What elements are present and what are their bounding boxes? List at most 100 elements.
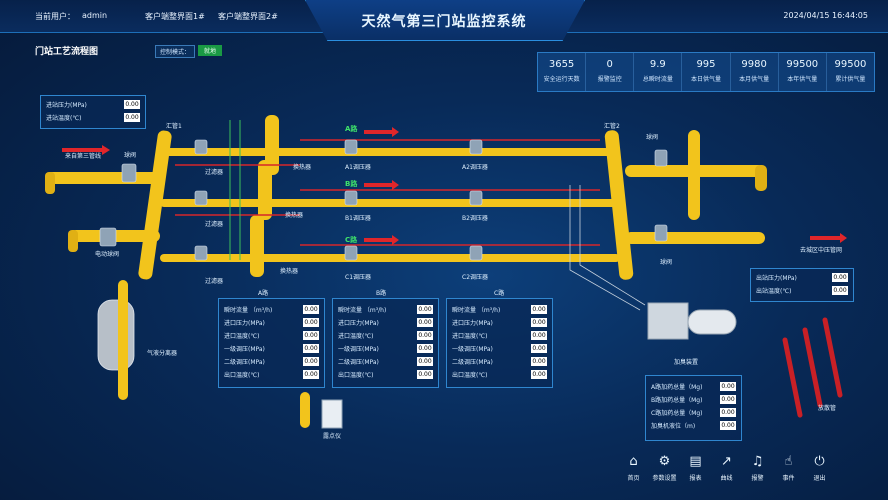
label-hx-b: 换热器 <box>285 212 304 219</box>
title-banner <box>305 0 585 41</box>
inlet-pressure-value: 0.00 <box>124 100 140 109</box>
separator-vessel <box>97 299 135 371</box>
label-c2: C2调压器 <box>462 274 489 281</box>
heat-exchanger-a <box>265 115 279 175</box>
route-c-panel: 瞬时流量 （m³/h)0.00 进口压力(MPa)0.00 进口温度(℃)0.0… <box>446 298 553 388</box>
home-icon: ⌂ <box>629 454 638 469</box>
nav-exit[interactable]: ⏻退出 <box>804 454 835 482</box>
nav-report[interactable]: ▤报表 <box>680 454 711 482</box>
route-b-row: 二级调压(MPa)0.00 <box>338 357 433 366</box>
valves <box>99 139 668 261</box>
curve-icon: ↗ <box>721 454 732 469</box>
heat-exchanger-b <box>258 160 272 220</box>
user-name: admin <box>82 11 108 20</box>
route-b-row: 进口压力(MPa)0.00 <box>338 318 433 327</box>
nav-settings[interactable]: ⚙参数设置 <box>649 454 680 482</box>
label-ball-valve-2: 球阀 <box>646 134 659 141</box>
sampler-box <box>321 399 343 429</box>
label-filter-b: 过滤器 <box>205 221 224 228</box>
route-c-row: 出口温度(℃)0.00 <box>452 370 547 379</box>
power-icon: ⏻ <box>814 454 825 469</box>
label-separator: 气液分离器 <box>147 350 178 357</box>
vent-pipes <box>782 317 843 418</box>
label-route-a: A路 <box>345 125 358 133</box>
route-b-row: 瞬时流量 （m³/h)0.00 <box>338 305 433 314</box>
route-a-panel: 瞬时流量 （m³/h)0.00 进口压力(MPa)0.00 进口温度(℃)0.0… <box>218 298 325 388</box>
inlet-elbow <box>45 172 55 194</box>
panel-b-title: B路 <box>376 290 387 297</box>
label-hx-a: 换热器 <box>293 164 312 171</box>
panel-c-title: C路 <box>494 290 505 297</box>
label-vent: 放散管 <box>818 405 837 412</box>
nav-home[interactable]: ⌂首页 <box>618 454 649 482</box>
label-c1: C1调压器 <box>345 274 372 281</box>
odorizer-tank <box>687 309 737 335</box>
nav-event[interactable]: ☝事件 <box>773 454 804 482</box>
outlet-row: 出站压力(MPa)0.00 <box>756 273 848 282</box>
bottom-nav: ⌂首页 ⚙参数设置 ▤报表 ↗曲线 ♫报警 ☝事件 ⏻退出 <box>618 454 835 482</box>
outlet-pipe-2 <box>625 232 765 244</box>
route-c-row: 二级调压(MPa)0.00 <box>452 357 547 366</box>
label-manifold-1: 汇管1 <box>166 123 182 130</box>
label-sampler: 露点仪 <box>323 433 342 440</box>
route-b-row: 出口温度(℃)0.00 <box>338 370 433 379</box>
inlet-elbow-2 <box>68 230 78 252</box>
page-title: 天然气第三门站监控系统 <box>361 14 527 30</box>
signal-lines <box>229 120 241 260</box>
client-tab-1[interactable]: 客户端整界面1# <box>145 12 205 21</box>
label-b2: B2调压器 <box>462 215 488 222</box>
inlet-temp-value: 0.00 <box>124 113 140 122</box>
route-a-row: 一级调压(MPa)0.00 <box>224 344 319 353</box>
report-icon: ▤ <box>689 454 702 469</box>
inlet-row: 进站温度(℃)0.00 <box>46 113 140 122</box>
section-title: 门站工艺流程图 <box>35 47 99 57</box>
odorant-panel: A路加药总量（Mg)0.00 B路加药总量（Mg)0.00 C路加药总量（Mg)… <box>645 375 742 441</box>
nav-alarm[interactable]: ♫报警 <box>742 454 773 482</box>
label-a2: A2调压器 <box>462 164 488 171</box>
heat-exchanger-c <box>250 215 264 277</box>
inlet-pipe <box>45 172 160 184</box>
label-ball-valve-1: 球阀 <box>124 152 137 159</box>
odorizer-cabinet <box>647 302 689 340</box>
route-a-row: 瞬时流量 （m³/h)0.00 <box>224 305 319 314</box>
label-outlet-line: 去城区中压管网 <box>800 247 843 254</box>
sampler-pipe <box>300 392 310 428</box>
route-a-row: 进口温度(℃)0.00 <box>224 331 319 340</box>
outlet-panel: 出站压力(MPa)0.00 出站温度(℃)0.00 <box>750 268 854 302</box>
route-b-pipe <box>160 199 620 207</box>
outlet-temp-value: 0.00 <box>832 286 848 295</box>
route-c-row: 进口温度(℃)0.00 <box>452 331 547 340</box>
outlet-pressure-value: 0.00 <box>832 273 848 282</box>
label-route-c: C路 <box>345 236 358 244</box>
panel-a-title: A路 <box>258 290 269 297</box>
flow-arrows <box>62 127 847 245</box>
manifold-2 <box>604 130 634 280</box>
label-a1: A1调压器 <box>345 164 371 171</box>
odorant-lines <box>569 185 646 311</box>
route-b-row: 一级调压(MPa)0.00 <box>338 344 433 353</box>
route-c-row: 瞬时流量 （m³/h)0.00 <box>452 305 547 314</box>
route-c-row: 进口压力(MPa)0.00 <box>452 318 547 327</box>
outlet-row: 出站温度(℃)0.00 <box>756 286 848 295</box>
outlet-riser <box>688 130 700 220</box>
event-icon: ☝ <box>784 454 793 469</box>
inlet-row: 进站压力(MPa)0.00 <box>46 100 140 109</box>
datetime: 2024/04/15 16:44:05 <box>783 11 868 20</box>
client-tab-2[interactable]: 客户端整界面2# <box>218 12 278 21</box>
label-filter-a: 过滤器 <box>205 169 224 176</box>
label-ball-valve-3: 球阀 <box>660 259 673 266</box>
label-hx-c: 换热器 <box>280 268 299 275</box>
route-c-row: 一级调压(MPa)0.00 <box>452 344 547 353</box>
route-a-row: 进口压力(MPa)0.00 <box>224 318 319 327</box>
nav-curve[interactable]: ↗曲线 <box>711 454 742 482</box>
route-a-row: 出口温度(℃)0.00 <box>224 370 319 379</box>
route-c-pipe <box>160 254 620 262</box>
control-mode-value[interactable]: 就地 <box>198 45 223 56</box>
gear-icon: ⚙ <box>658 454 671 469</box>
label-manifold-2: 汇管2 <box>604 123 620 130</box>
